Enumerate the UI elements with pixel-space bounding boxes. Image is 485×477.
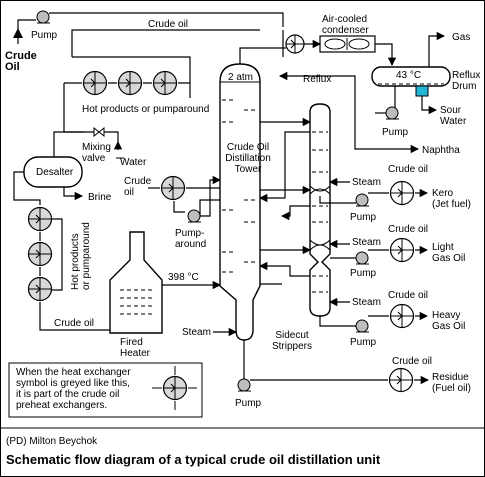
heavy-gas-oil-exchanger	[389, 303, 415, 329]
reflux-pump-label: Pump	[382, 127, 409, 138]
tower-pressure: 2 atm	[228, 72, 253, 83]
desalter: Desalter	[23, 156, 83, 188]
hot-products-left-label: Hot productsor pumparound	[70, 222, 92, 290]
preheat-exchanger-4	[27, 206, 53, 232]
pumparound-exchanger	[160, 175, 186, 201]
reflux-label: Reflux	[303, 74, 331, 85]
heavy-gas-oil-pump: Pump	[350, 319, 377, 348]
crude-oil-line-top	[49, 12, 284, 27]
steam-label-2: Steam	[352, 237, 381, 248]
residue-crude-label: Crude oil	[392, 356, 432, 367]
residue-label: Residue(Fuel oil)	[432, 372, 471, 394]
water-label: Water	[120, 157, 147, 168]
crude-oil-left-label: Crude oil	[54, 318, 94, 329]
residue-exchanger	[388, 367, 414, 393]
legend-exchanger-icon	[162, 375, 188, 401]
preheat-exchanger-1	[82, 70, 108, 96]
pumparound-label: Pump-around	[175, 228, 206, 250]
credit-text: (PD) Milton Beychok	[6, 436, 98, 447]
reflux-pump: Pump	[382, 106, 409, 138]
naphtha-label: Naphtha	[422, 145, 460, 156]
preheat-exchanger-5	[27, 241, 53, 267]
kero-pump: Pump	[350, 193, 377, 223]
light-gas-oil-exchanger	[389, 237, 415, 263]
preheat-exchanger-2	[117, 70, 143, 96]
light-gas-oil-pump: Pump	[350, 251, 377, 279]
diagram-title: Schematic flow diagram of a typical crud…	[6, 452, 381, 467]
kero-crude-label: Crude oil	[388, 164, 428, 175]
desalter-label: Desalter	[36, 167, 74, 178]
tower-steam-label: Steam	[182, 327, 211, 338]
hgo-pump-label: Pump	[350, 337, 377, 348]
gas-label: Gas	[452, 32, 470, 43]
brine-label: Brine	[88, 192, 112, 203]
steam-label-1: Steam	[352, 177, 381, 188]
preheat-exchanger-6	[27, 276, 53, 302]
kero-label: Kero(Jet fuel)	[432, 188, 471, 210]
kero-pump-label: Pump	[350, 212, 377, 223]
hgo-crude-label: Crude oil	[388, 290, 428, 301]
residue-pump: Pump	[235, 378, 262, 409]
lgo-pump-label: Pump	[350, 268, 377, 279]
feed-pump: Pump	[31, 10, 58, 41]
preheat-exchanger-3	[152, 70, 178, 96]
lgo-crude-label: Crude oil	[388, 224, 428, 235]
crude-oil-top-label: Crude oil	[148, 19, 188, 30]
residue-pump-label: Pump	[235, 398, 262, 409]
overhead-heat-exchanger	[285, 34, 305, 54]
feed-pump-label: Pump	[31, 30, 58, 41]
reflux-drum-temp: 43 °C	[396, 70, 421, 81]
pumparound-pump	[187, 209, 201, 223]
hot-products-top-label: Hot products or pumparound	[82, 104, 209, 115]
steam-label-3: Steam	[352, 297, 381, 308]
kero-exchanger	[389, 180, 415, 206]
heater-temp-label: 398 °C	[168, 272, 199, 283]
